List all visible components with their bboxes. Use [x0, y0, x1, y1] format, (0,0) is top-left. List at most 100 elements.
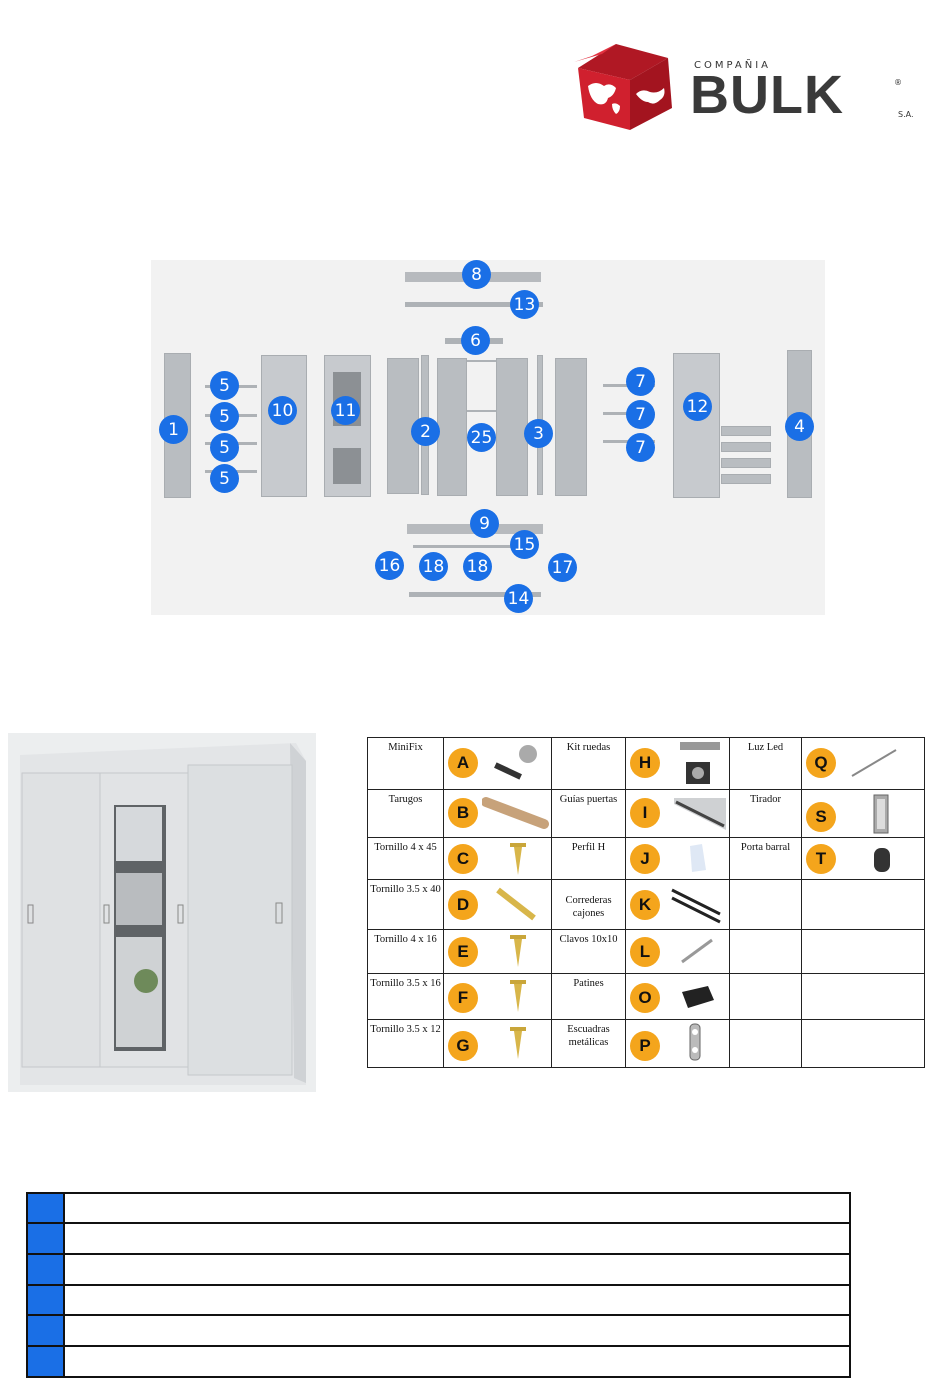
part-label: Tornillo 3.5 x 12: [367, 1019, 444, 1068]
rod-holder-icon: [874, 848, 890, 872]
part-drawer-3: [721, 458, 771, 468]
logo-registered-mark: ®: [894, 78, 902, 87]
badge-part-9: 9: [470, 509, 499, 538]
checklist-row: [26, 1222, 851, 1255]
parts-row: Tornillo 3.5 x 12 G Escuadras metálicas …: [367, 1019, 925, 1068]
part-cell: T: [801, 837, 925, 880]
checklist-marker: [26, 1253, 65, 1286]
part-cell: D: [443, 879, 552, 930]
part-letter: D: [448, 890, 478, 920]
part-label: MiniFix: [367, 737, 444, 790]
part-label: Tarugos: [367, 789, 444, 838]
checklist-line[interactable]: [63, 1222, 851, 1255]
parts-row: Tornillo 3.5 x 16 F Patines O: [367, 973, 925, 1020]
logo-suffix: S.A.: [898, 110, 914, 119]
part-label: Tornillo 4 x 45: [367, 837, 444, 880]
dowel-icon: [482, 797, 549, 829]
checklist-line[interactable]: [63, 1314, 851, 1347]
badge-part-15: 15: [510, 530, 539, 559]
part-cell: L: [625, 929, 730, 974]
badge-part-7a: 7: [626, 367, 655, 396]
checklist-line[interactable]: [63, 1253, 851, 1286]
nail-icon: [681, 938, 713, 964]
checklist-marker: [26, 1222, 65, 1255]
badge-part-5b: 5: [210, 402, 239, 431]
screw-icon: [510, 935, 526, 967]
part-label: Porta barral: [729, 837, 802, 880]
badge-part-5a: 5: [210, 371, 239, 400]
badge-part-13: 13: [510, 290, 539, 319]
checklist-line[interactable]: [63, 1192, 851, 1224]
badge-part-2: 2: [411, 417, 440, 446]
part-top-rail: [405, 302, 543, 307]
part-cell: O: [625, 973, 730, 1020]
part-drawer-4: [721, 474, 771, 484]
exploded-assembly-diagram: 8 13 6 1 5 5 5 5 10 11 2 25 3 7 7 7 12 4…: [151, 260, 825, 615]
part-cell: K: [625, 879, 730, 930]
screw-icon: [510, 843, 526, 875]
assembly-checklist: [26, 1192, 851, 1378]
checklist-line[interactable]: [63, 1345, 851, 1378]
part-cell: A: [443, 737, 552, 790]
part-label: Clavos 10x10: [551, 929, 626, 974]
checklist-row: [26, 1192, 851, 1224]
part-label: [729, 929, 802, 974]
part-cell: J: [625, 837, 730, 880]
part-cell: I: [625, 789, 730, 838]
part-letter: E: [448, 937, 478, 967]
wheel-kit-icon: [680, 742, 720, 784]
checklist-row: [26, 1345, 851, 1378]
part-back-panel-right: [496, 358, 528, 496]
empty-cell: [801, 1019, 925, 1068]
badge-part-3: 3: [524, 419, 553, 448]
part-cell: H: [625, 737, 730, 790]
long-screw-icon: [496, 887, 536, 921]
part-cell: E: [443, 929, 552, 974]
minifix-icon: [494, 745, 537, 780]
parts-row: Tarugos B Guías puertas I Tirador S: [367, 789, 925, 838]
hardware-parts-table: MiniFix A Kit ruedas H Luz Led Q Tarugos…: [367, 737, 925, 1068]
logo-brand: BULK: [690, 65, 844, 125]
part-label: Kit ruedas: [551, 737, 626, 790]
badge-part-8: 8: [462, 260, 491, 289]
part-label: Patines: [551, 973, 626, 1020]
part-label: [729, 973, 802, 1020]
part-cell: G: [443, 1019, 552, 1068]
part-label: Correderas cajones: [551, 879, 626, 930]
part-letter: O: [630, 983, 660, 1013]
badge-part-5d: 5: [210, 464, 239, 493]
h-profile-icon: [690, 844, 706, 872]
part-letter: K: [630, 890, 660, 920]
logo-top-text: COMPAÑIA: [694, 60, 771, 71]
part-letter: J: [630, 844, 660, 874]
part-back-panel-left: [437, 358, 467, 496]
badge-part-25: 25: [467, 423, 496, 452]
part-letter: T: [806, 844, 836, 874]
checklist-marker: [26, 1284, 65, 1316]
badge-part-10: 10: [268, 396, 297, 425]
part-label: Luz Led: [729, 737, 802, 790]
part-letter: Q: [806, 748, 836, 778]
badge-part-7b: 7: [626, 400, 655, 429]
glide-icon: [682, 986, 714, 1008]
empty-cell: [801, 929, 925, 974]
part-letter: L: [630, 937, 660, 967]
part-cell: C: [443, 837, 552, 880]
part-letter: I: [630, 798, 660, 828]
part-label: Tornillo 3.5 x 16: [367, 973, 444, 1020]
wardrobe-product-photo: [8, 733, 316, 1092]
part-plinth: [409, 592, 541, 597]
part-letter: P: [630, 1031, 660, 1061]
handle-icon: [873, 794, 889, 834]
part-label: Tornillo 4 x 16: [367, 929, 444, 974]
screw-icon: [510, 1027, 526, 1059]
part-cell: S: [801, 789, 925, 838]
checklist-row: [26, 1284, 851, 1316]
badge-part-1: 1: [159, 415, 188, 444]
part-label: Guías puertas: [551, 789, 626, 838]
checklist-line[interactable]: [63, 1284, 851, 1316]
part-letter: A: [448, 748, 478, 778]
checklist-row: [26, 1253, 851, 1286]
checklist-marker: [26, 1192, 65, 1224]
led-light-icon: [851, 749, 897, 777]
